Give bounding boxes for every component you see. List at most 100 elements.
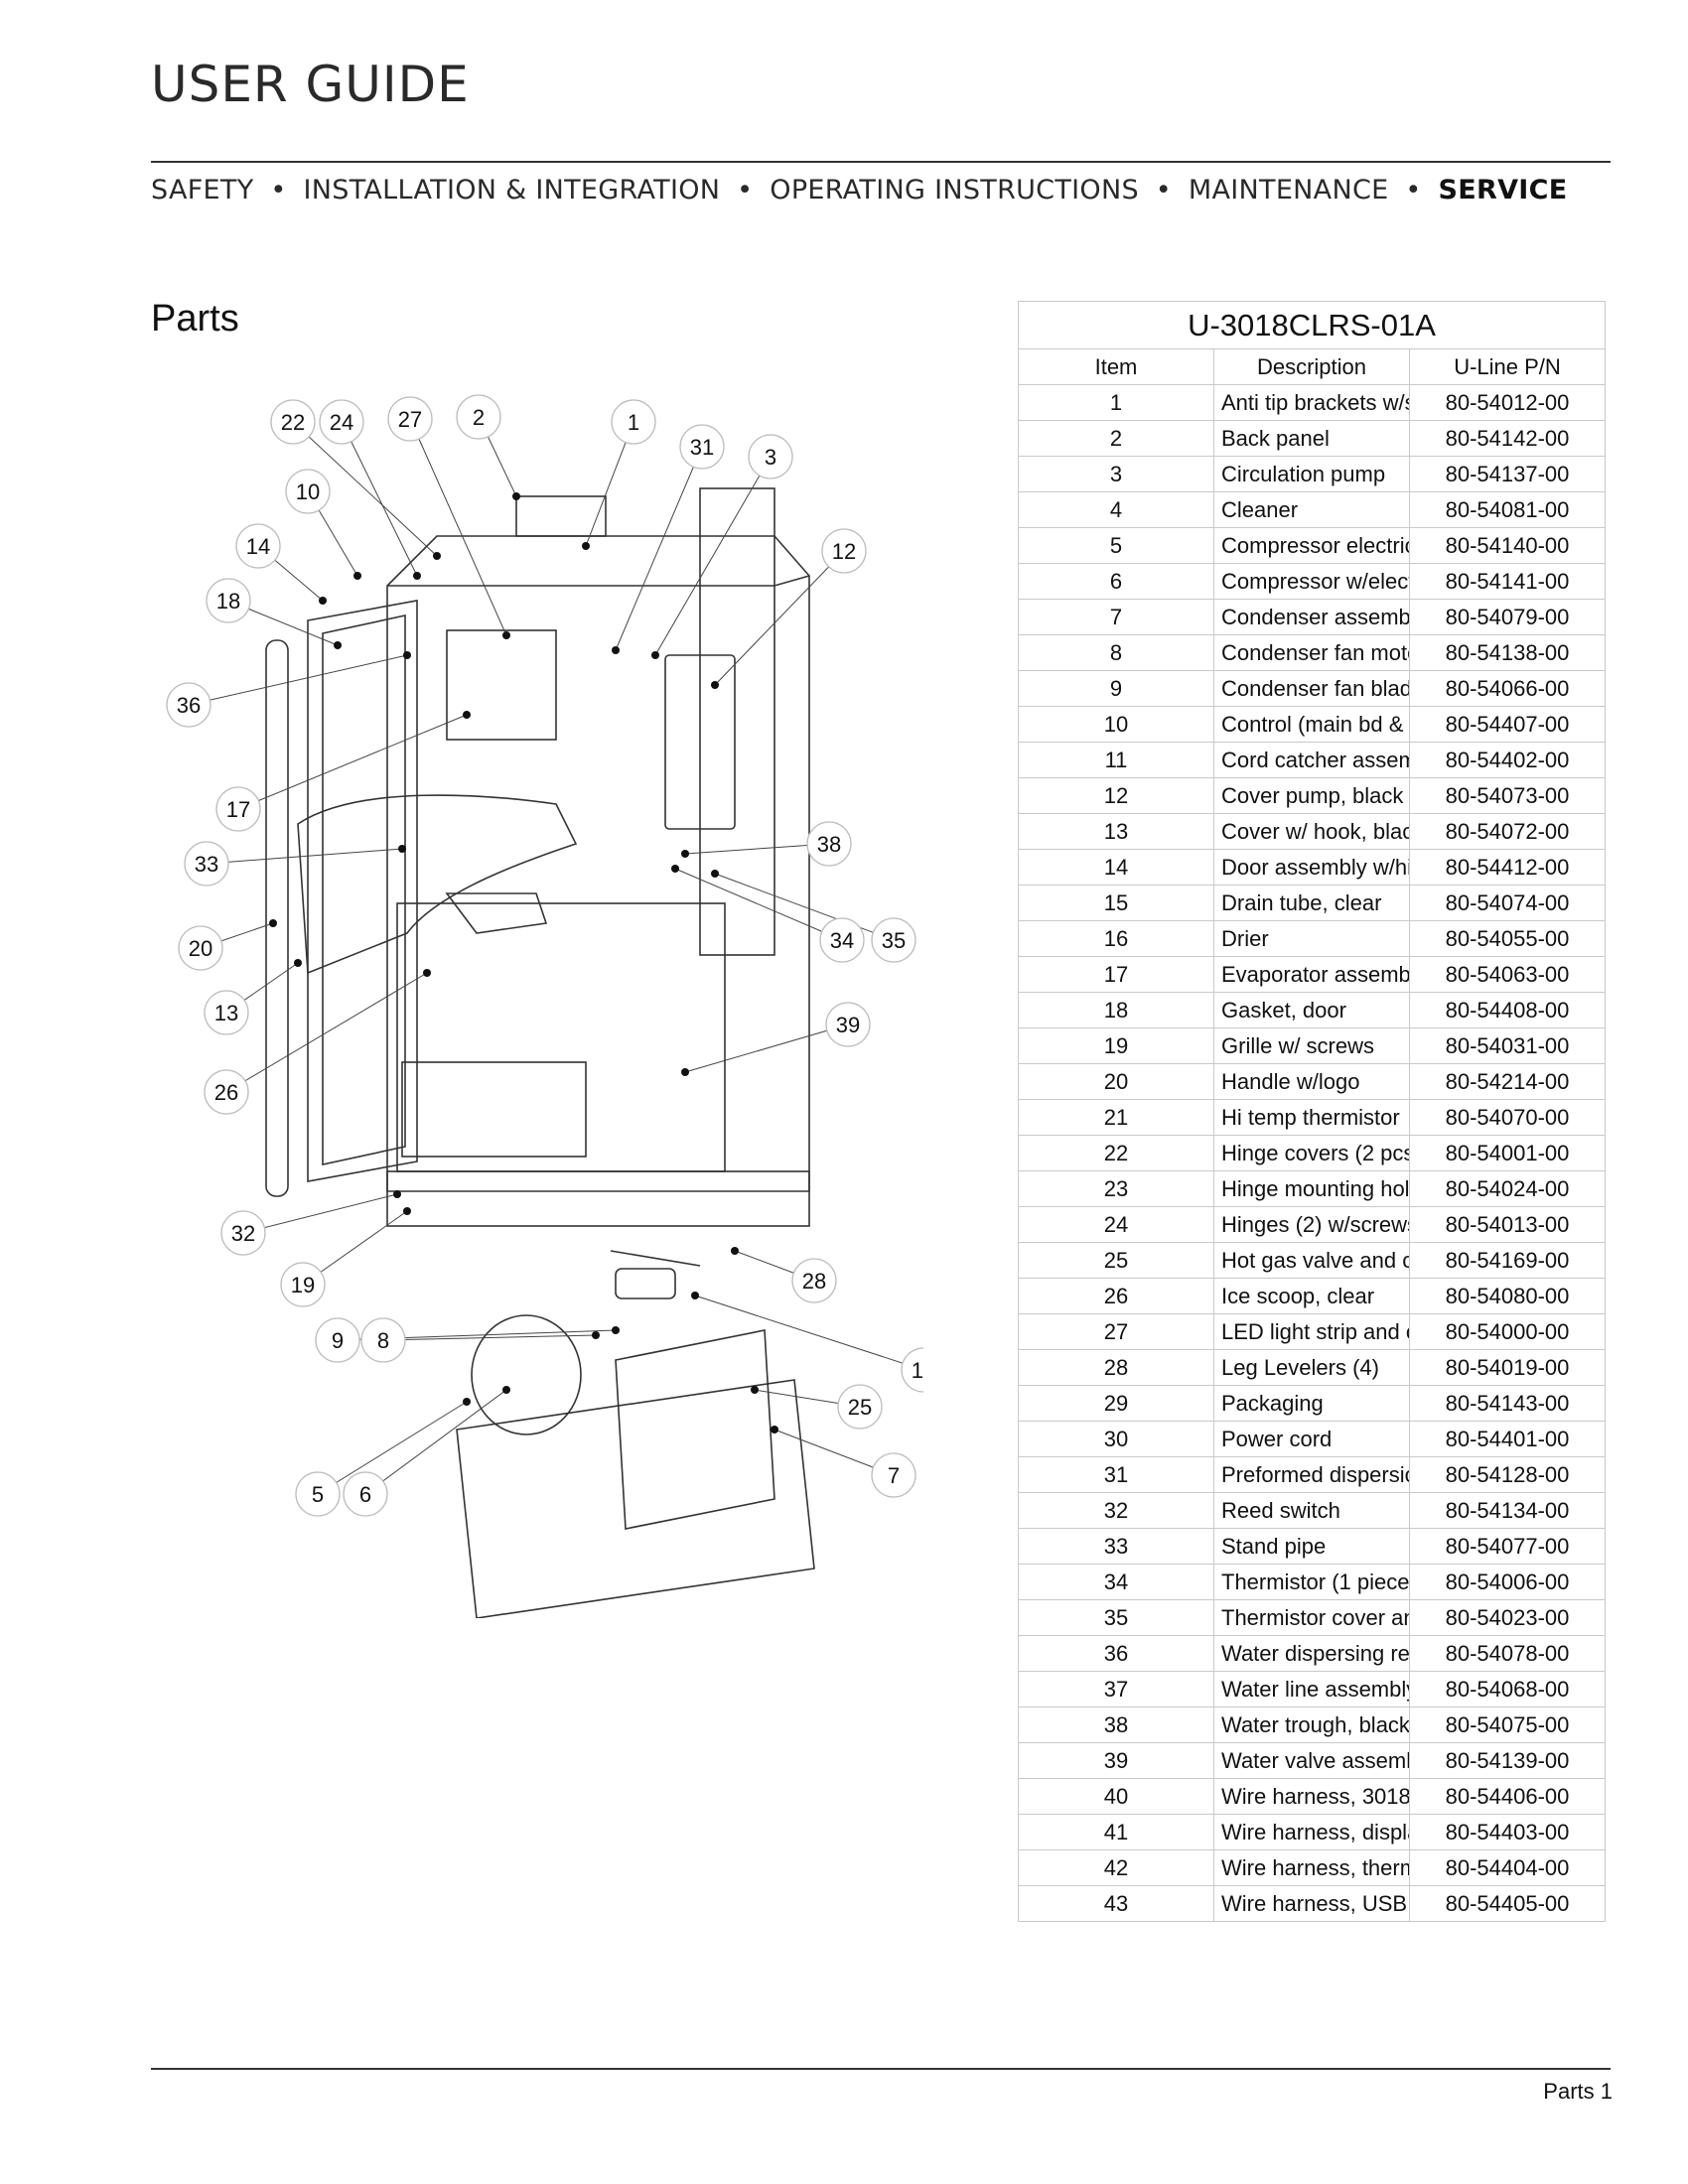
part-number: 80-54012-00 [1409,384,1606,421]
part-description: Circulation pump [1213,456,1410,492]
callout-leader-line [206,848,403,865]
callout-arrowhead [403,1207,411,1215]
callout-35: 35 [871,917,916,963]
callout-number: 13 [214,1001,238,1025]
callout-number: 19 [291,1273,315,1297]
callout-leader-line [615,446,703,651]
part-description: Handle w/logo [1213,1063,1410,1100]
item-number: 42 [1018,1849,1214,1886]
part-number: 80-54023-00 [1409,1599,1606,1636]
part-number: 80-54070-00 [1409,1099,1606,1136]
part-number: 80-54407-00 [1409,706,1606,743]
part-number: 80-54081-00 [1409,491,1606,528]
part-description: Water dispersing receptacle [1213,1635,1410,1672]
item-number: 9 [1018,670,1214,707]
item-number: 40 [1018,1778,1214,1815]
callout-leader-line [341,421,418,577]
callout-38: 38 [806,821,852,867]
part-description: Grille w/ screws [1213,1027,1410,1064]
callout-9: 9 [315,1317,360,1363]
part-number: 80-54404-00 [1409,1849,1606,1886]
part-description: Evaporator assembly [1213,956,1410,993]
callout-number: 9 [332,1328,344,1353]
bin-compartment [396,902,726,1172]
item-number: 34 [1018,1564,1214,1600]
callout-19: 19 [280,1262,326,1307]
callout-circle [295,1471,341,1517]
callout-leaders [188,416,923,1495]
item-number: 8 [1018,634,1214,671]
part-number: 80-54072-00 [1409,813,1606,850]
callout-33: 33 [184,841,229,887]
base-grille [386,1170,810,1227]
callout-arrowhead [751,1386,759,1394]
callout-22: 22 [270,399,316,445]
part-number: 80-54412-00 [1409,849,1606,886]
nav-separator: • [270,175,287,205]
item-number: 1 [1018,384,1214,421]
part-number: 80-54138-00 [1409,634,1606,671]
callout-number: 27 [398,407,422,432]
callout-number: 32 [231,1221,255,1246]
callout-arrowhead [612,1326,620,1334]
item-number: 30 [1018,1421,1214,1457]
part-number: 80-54140-00 [1409,527,1606,564]
callout-circle [166,682,211,728]
callout-arrowhead [502,1386,510,1394]
callout-circle [456,394,501,440]
callout-number: 14 [246,534,270,559]
callout-circle [204,1069,249,1115]
part-description: Compressor electricals only [1213,527,1410,564]
item-number: 10 [1018,706,1214,743]
callout-number: 33 [195,852,218,877]
callout-arrowhead [711,870,719,878]
part-description: Hinges (2) w/screws and covers [1213,1206,1410,1243]
model-number: U-3018CLRS-01A [1018,301,1606,349]
part-description: Cord catcher assembly [1213,742,1410,778]
callout-arrowhead [681,1068,689,1076]
part-description: Control (main bd & display) [1213,706,1410,743]
part-number: 80-54214-00 [1409,1063,1606,1100]
part-description: Thermistor (1 piece) [1213,1564,1410,1600]
part-number: 80-54137-00 [1409,456,1606,492]
callout-leader-line [364,1389,507,1495]
callout-39: 39 [825,1002,871,1047]
callout-arrowhead [413,572,421,580]
callout-leader-line [237,714,468,810]
part-number: 80-54024-00 [1409,1170,1606,1207]
callout-circle [679,424,725,470]
callout-leader-line [674,868,843,941]
callout-36: 36 [166,682,211,728]
part-description: Gasket, door [1213,992,1410,1028]
callout-circle [315,1317,360,1363]
callout-arrowhead [651,651,659,659]
callout-27: 27 [387,396,433,442]
page-footer-label: Parts 1 [1543,2079,1613,2104]
callout-leader-line [714,873,895,941]
callout-circle [204,990,249,1035]
callout-number: 6 [359,1482,371,1507]
callout-arrowhead [398,845,406,853]
item-number: 19 [1018,1027,1214,1064]
item-number: 12 [1018,777,1214,814]
callout-circle [387,396,433,442]
part-number: 80-54169-00 [1409,1242,1606,1279]
item-number: 20 [1018,1063,1214,1100]
callout-number: 5 [312,1482,324,1507]
ice-scoop [445,892,548,934]
part-number: 80-54001-00 [1409,1135,1606,1171]
item-number: 35 [1018,1599,1214,1636]
item-number: 2 [1018,420,1214,457]
part-number: 80-54006-00 [1409,1564,1606,1600]
callout-arrowhead [691,1292,699,1299]
callout-circle [837,1384,883,1430]
